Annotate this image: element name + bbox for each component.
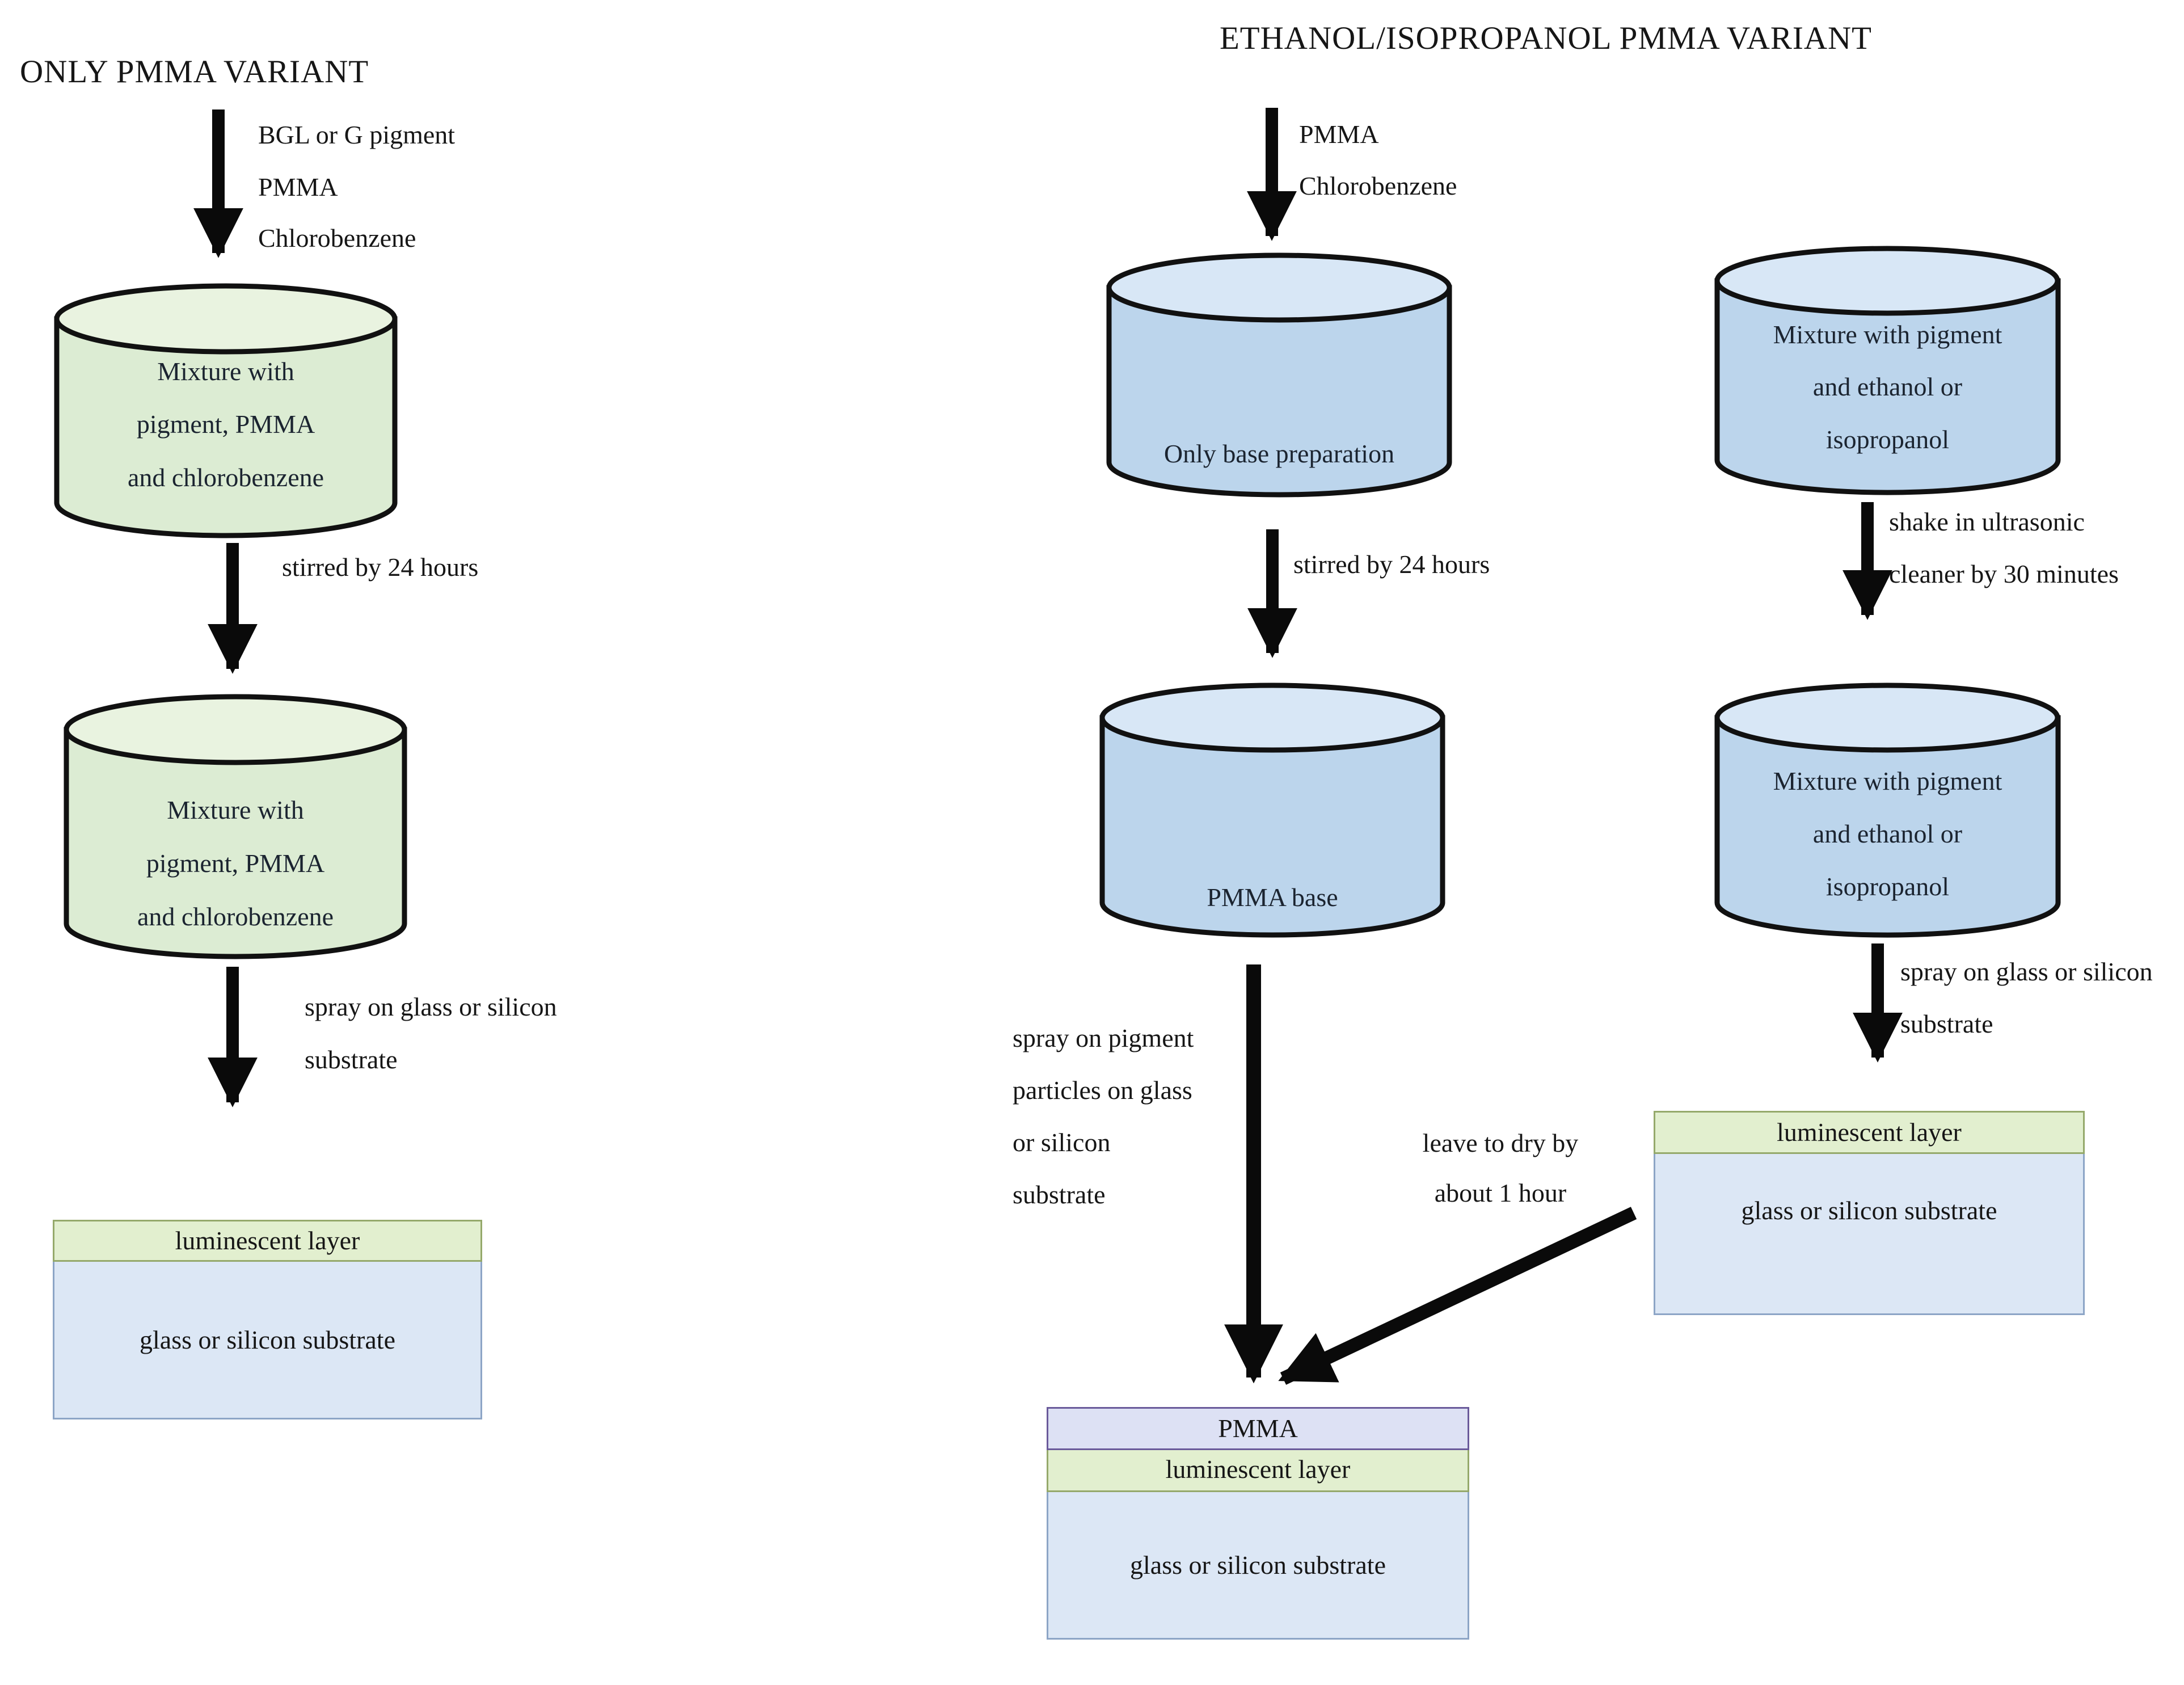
beaker-text: and ethanol or: [1812, 819, 1963, 848]
dry-step-label-line1: leave to dry by: [1422, 1128, 1579, 1157]
beaker-shape: [64, 694, 407, 959]
beaker-shape: [1714, 246, 2061, 495]
beaker-text: PMMA base: [1207, 883, 1338, 912]
pigment-ethanol-beaker-2: Mixture with pigment and ethanol or isop…: [1714, 683, 2061, 938]
dry-step-label-line2: about 1 hour: [1434, 1178, 1567, 1207]
left-input-label-pmma: PMMA: [258, 172, 338, 201]
beaker-text: and chlorobenzene: [137, 902, 334, 931]
left-step2-label-line2: substrate: [305, 1045, 398, 1074]
beaker-text: isopropanol: [1825, 872, 1950, 901]
beaker-text: Only base preparation: [1163, 439, 1395, 468]
luminescent-layer-band: luminescent layer: [1047, 1450, 1469, 1492]
beaker-shape: [1106, 252, 1452, 498]
right-variant-title: ETHANOL/ISOPROPANOL PMMA VARIANT: [1219, 20, 1872, 56]
beaker-text: and chlorobenzene: [127, 463, 324, 492]
beaker-text: and ethanol or: [1812, 372, 1963, 401]
middle-step1-label: stirred by 24 hours: [1293, 550, 1490, 579]
middle-input-label-pmma: PMMA: [1299, 120, 1379, 149]
luminescent-layer-band: luminescent layer: [53, 1220, 482, 1262]
right-step1-label-line2: cleaner by 30 minutes: [1889, 559, 2119, 588]
left-input-label-pigment: BGL or G pigment: [258, 120, 456, 149]
substrate-band: glass or silicon substrate: [1654, 1154, 2085, 1315]
right-step2-label-line1: spray on glass or silicon: [1900, 957, 2153, 986]
middle-input-label-chlorobenzene: Chlorobenzene: [1299, 171, 1457, 200]
middle-step2-label-line1: spray on pigment: [1013, 1023, 1194, 1052]
left-step1-label: stirred by 24 hours: [282, 553, 479, 582]
left-variant-title: ONLY PMMA VARIANT: [20, 54, 369, 90]
luminescent-layer-band: luminescent layer: [1654, 1111, 2085, 1154]
right-result-stack: luminescent layer glass or silicon subst…: [1654, 1111, 2085, 1315]
beaker-text: Mixture with: [167, 795, 304, 824]
base-preparation-beaker: Only base preparation: [1106, 252, 1452, 498]
left-result-stack: luminescent layer glass or silicon subst…: [53, 1220, 482, 1419]
right-step1-label-line1: shake in ultrasonic: [1889, 507, 2085, 536]
beaker-shape: [54, 283, 398, 538]
left-mixture-beaker-2: Mixture with pigment, PMMA and chloroben…: [64, 693, 407, 960]
beaker-shape: [1714, 683, 2061, 938]
pigment-ethanol-beaker-1: Mixture with pigment and ethanol or isop…: [1714, 246, 2061, 495]
beaker-shape: [1099, 683, 1445, 938]
substrate-band: glass or silicon substrate: [53, 1262, 482, 1419]
middle-result-stack: PMMA luminescent layer glass or silicon …: [1047, 1407, 1469, 1640]
right-step2-label-line2: substrate: [1900, 1009, 1993, 1038]
pmma-layer-band: PMMA: [1047, 1407, 1469, 1450]
beaker-text: Mixture with: [157, 357, 294, 386]
left-step2-label-line1: spray on glass or silicon: [305, 992, 557, 1021]
left-mixture-beaker-1: Mixture with pigment, PMMA and chloroben…: [54, 283, 398, 539]
beaker-text: pigment, PMMA: [146, 849, 325, 878]
substrate-band: glass or silicon substrate: [1047, 1492, 1469, 1640]
beaker-text: pigment, PMMA: [136, 410, 315, 439]
beaker-text: Mixture with pigment: [1773, 766, 2002, 795]
middle-step2-label-line3: or silicon: [1013, 1128, 1111, 1157]
middle-step2-label-line2: particles on glass: [1013, 1076, 1192, 1105]
left-input-label-chlorobenzene: Chlorobenzene: [258, 224, 416, 252]
middle-step2-label-line4: substrate: [1013, 1180, 1106, 1209]
beaker-text: Mixture with pigment: [1773, 320, 2002, 349]
beaker-text: isopropanol: [1825, 425, 1950, 454]
pmma-base-beaker: PMMA base: [1099, 683, 1445, 938]
